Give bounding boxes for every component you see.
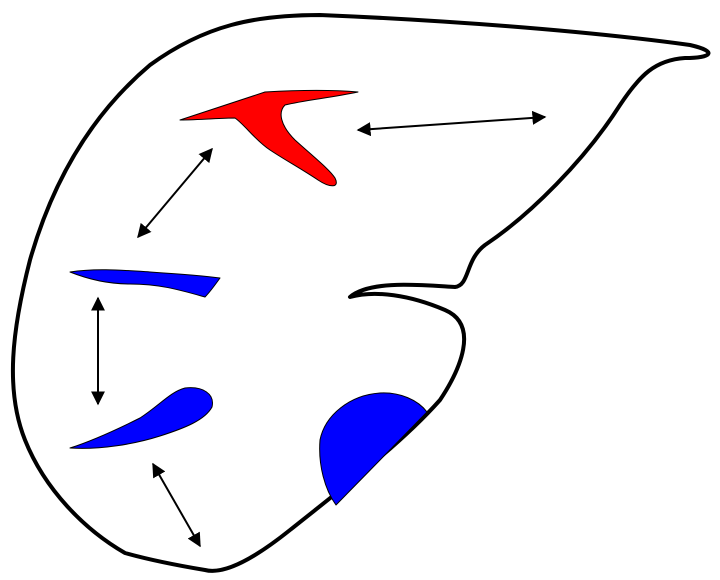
blue-bottom-right-lobe-region	[320, 393, 427, 505]
arrow-lower-blue-to-bottom	[153, 464, 200, 546]
outer-blob-outline	[13, 15, 709, 571]
arrow-red-to-right	[358, 117, 545, 130]
red-boomerang-region	[180, 91, 358, 186]
arrow-red-to-upper-blue	[138, 149, 212, 237]
blue-upper-sliver-region	[70, 270, 220, 297]
blue-lower-sliver-region	[70, 388, 212, 449]
